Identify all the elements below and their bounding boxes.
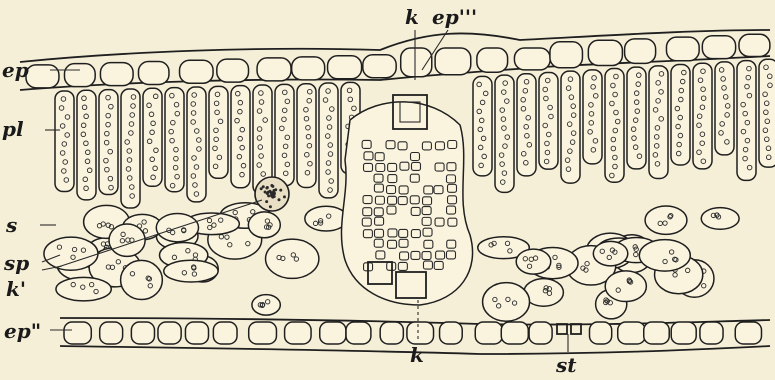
label-pl: pl — [2, 117, 24, 141]
spongy-cell — [252, 295, 280, 315]
epidermis-cell — [328, 56, 362, 79]
palisade-cell — [605, 69, 624, 183]
spongy-cell — [44, 237, 98, 270]
epidermis-cell — [435, 48, 471, 75]
label-st: st — [555, 353, 577, 377]
label-ep-bottom: ep" — [4, 319, 41, 343]
palisade-cell — [671, 65, 690, 165]
lower-epidermis-cell — [644, 322, 669, 344]
label-sp: sp — [3, 251, 29, 275]
crystal-druse — [255, 177, 289, 211]
epidermis-cell — [100, 63, 133, 86]
epidermis-cell — [702, 36, 735, 59]
spongy-cell — [516, 249, 551, 274]
spongy-cell — [645, 206, 687, 234]
vascular-bundle — [341, 95, 472, 305]
label-k-bottom: k — [410, 343, 424, 367]
spongy-cell — [483, 283, 530, 322]
epidermis-cell — [64, 64, 95, 87]
spongy-cell — [248, 212, 280, 238]
epidermis-cell — [363, 55, 396, 78]
lower-epidermis-cell — [529, 322, 552, 344]
lower-epidermis-cell — [249, 322, 277, 344]
epidermis-cell — [292, 57, 325, 80]
lower-epidermis-cell — [589, 322, 611, 344]
epidermis-cell — [550, 42, 583, 68]
spongy-cell — [593, 241, 627, 266]
epidermis-cell — [625, 39, 656, 64]
epidermis-cell — [138, 61, 168, 84]
epidermis-cell — [180, 60, 214, 83]
lower-epidermis-cell — [440, 322, 463, 344]
lower-epidermis-cell — [131, 322, 154, 344]
palisade-cell — [583, 70, 602, 164]
lower-epidermis-cell — [346, 322, 371, 344]
spongy-cell — [164, 260, 218, 282]
epidermis-cell — [477, 48, 508, 72]
epidermis-cell — [26, 65, 59, 88]
spongy-cell — [605, 271, 646, 302]
lower-epidermis-cell — [380, 322, 403, 344]
spongy-cell — [266, 239, 319, 278]
lower-epidermis-cell — [501, 322, 528, 344]
lower-epidermis-cell — [158, 322, 181, 344]
spongy-cell — [121, 260, 163, 299]
epidermis-cell — [514, 48, 550, 70]
lower-epidermis-cell — [213, 322, 237, 344]
palisade-cell — [759, 59, 775, 167]
lower-epidermis-cell — [407, 322, 434, 344]
palisade-cell — [495, 75, 514, 192]
palisade-cell — [143, 88, 162, 186]
palisade-cell — [473, 76, 492, 175]
epidermis-cell — [739, 34, 770, 56]
label-ep-top: ep — [2, 58, 29, 82]
lower-epidermis-cell — [185, 322, 208, 344]
label-k-prime: k' — [6, 277, 26, 301]
spongy-cell — [639, 240, 690, 271]
epidermis-cell — [217, 59, 249, 82]
lower-epidermis-cell — [100, 322, 123, 344]
label-s: s — [5, 213, 17, 237]
lower-epidermis-cell — [671, 322, 696, 344]
palisade-cell — [275, 84, 294, 185]
label-ep-triple: ep''' — [432, 5, 477, 29]
lower-epidermis-cell — [700, 322, 723, 344]
lower-epidermis-cell — [320, 322, 346, 344]
lower-epidermis-cell — [475, 322, 502, 344]
epidermis-cell — [588, 40, 622, 65]
palisade-cell — [209, 86, 228, 178]
palisade-cell — [187, 87, 206, 202]
lower-epidermis-cell — [618, 322, 645, 344]
lower-epidermis-cell — [285, 322, 311, 344]
label-k-top: k — [405, 5, 419, 29]
lower-epidermis-cell — [64, 322, 91, 344]
epidermis-cell — [666, 37, 699, 61]
lower-epidermis-cell — [735, 322, 761, 344]
epidermis-cell — [257, 58, 291, 81]
